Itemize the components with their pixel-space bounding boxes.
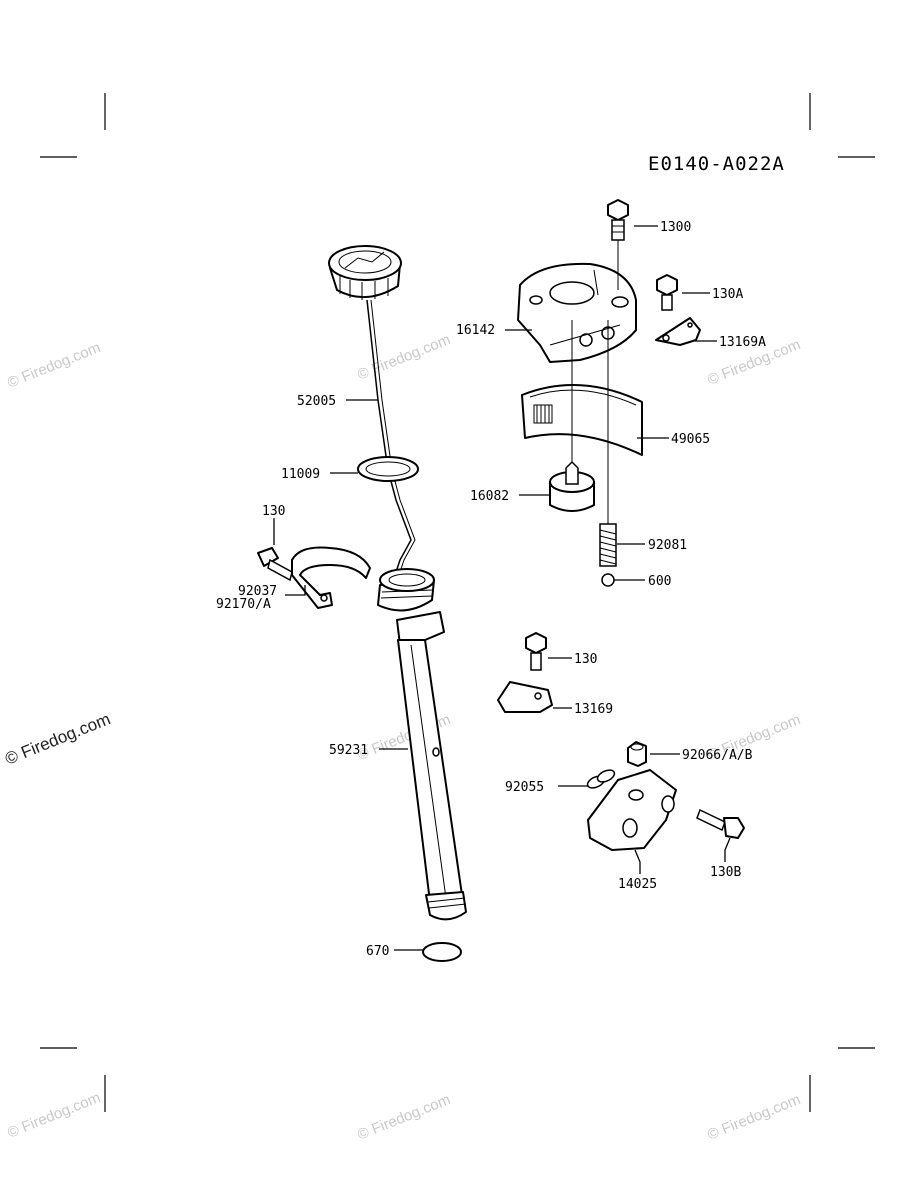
part-13169-plate <box>497 681 553 713</box>
label-600: 600 <box>648 574 671 589</box>
part-49065-strainer <box>521 384 643 456</box>
part-130A-bolt <box>656 274 678 311</box>
label-14025: 14025 <box>618 877 657 892</box>
watermark: © Firedog.com <box>705 1091 803 1144</box>
label-670: 670 <box>366 944 389 959</box>
leader-lines <box>273 225 731 951</box>
part-labels: 1300 130A 13169A 16142 49065 16082 92081… <box>216 220 766 959</box>
label-16142: 16142 <box>456 323 495 338</box>
part-130-bolt-left <box>257 547 293 582</box>
label-130A: 130A <box>712 287 743 302</box>
part-11009-o-ring <box>357 456 419 482</box>
label-59231: 59231 <box>329 743 368 758</box>
watermark: © Firedog.com <box>355 331 453 384</box>
part-600-ball <box>601 573 615 587</box>
watermark: © Firedog.com <box>5 339 103 392</box>
label-92081: 92081 <box>648 538 687 553</box>
part-670-o-ring <box>422 942 462 962</box>
label-92066: 92066/A/B <box>682 748 753 763</box>
part-92066-plug <box>627 741 647 767</box>
label-92055: 92055 <box>505 780 544 795</box>
part-130B-bolt <box>696 808 745 839</box>
watermark: © Firedog.com <box>355 1091 453 1144</box>
part-92081-spring <box>599 523 617 567</box>
label-130-left: 130 <box>262 504 285 519</box>
label-13169: 13169 <box>574 702 613 717</box>
label-92037: 92037 <box>238 584 277 599</box>
label-11009: 11009 <box>281 467 320 482</box>
label-49065: 49065 <box>671 432 710 447</box>
part-13169A-plate <box>655 317 701 346</box>
part-52005-oil-cap <box>328 245 402 300</box>
label-1300: 1300 <box>660 220 691 235</box>
label-13169A: 13169A <box>719 335 766 350</box>
diagram-code: E0140-A022A <box>648 153 785 175</box>
part-1300-bolt <box>607 199 629 241</box>
part-52005-dipstick-rod <box>366 299 416 576</box>
part-92037-clamp <box>291 546 371 609</box>
label-16082: 16082 <box>470 489 509 504</box>
watermarks: © Firedog.com © Firedog.com © Firedog.co… <box>2 331 803 1144</box>
watermark: © Firedog.com <box>5 1089 103 1142</box>
label-130B: 130B <box>710 865 741 880</box>
part-14025-union <box>587 769 677 851</box>
watermark: © Firedog.com <box>2 709 113 768</box>
part-16082-rotor <box>549 460 595 512</box>
crop-marks <box>40 93 875 1112</box>
part-130-bolt-mid <box>525 632 547 671</box>
part-16142-housing <box>517 262 637 363</box>
label-52005: 52005 <box>297 394 336 409</box>
part-59231-filler-tube <box>377 568 467 921</box>
label-92170A: 92170/A <box>216 597 271 612</box>
label-130-mid: 130 <box>574 652 597 667</box>
